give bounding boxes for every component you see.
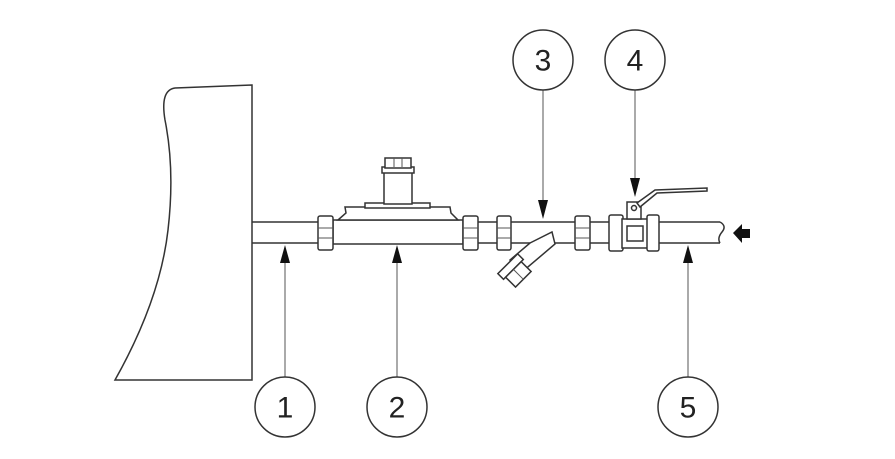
callout-label: 5 xyxy=(680,392,697,425)
callout-3: 3 xyxy=(512,29,574,91)
callout-label: 2 xyxy=(389,392,406,425)
ball-valve xyxy=(608,187,708,252)
flow-direction-arrow xyxy=(733,224,750,243)
callout-2: 2 xyxy=(366,376,428,438)
callout-label: 3 xyxy=(535,45,552,78)
callout-label: 1 xyxy=(277,392,294,425)
callout-1: 1 xyxy=(254,376,316,438)
callout-4: 4 xyxy=(604,29,666,91)
appliance-body xyxy=(113,84,253,381)
gas-regulator xyxy=(332,157,464,245)
leader-lines xyxy=(280,90,693,378)
callout-label: 4 xyxy=(627,45,644,78)
gas-filter xyxy=(496,230,556,289)
callout-5: 5 xyxy=(657,376,719,438)
pipe-fittings xyxy=(317,215,591,251)
